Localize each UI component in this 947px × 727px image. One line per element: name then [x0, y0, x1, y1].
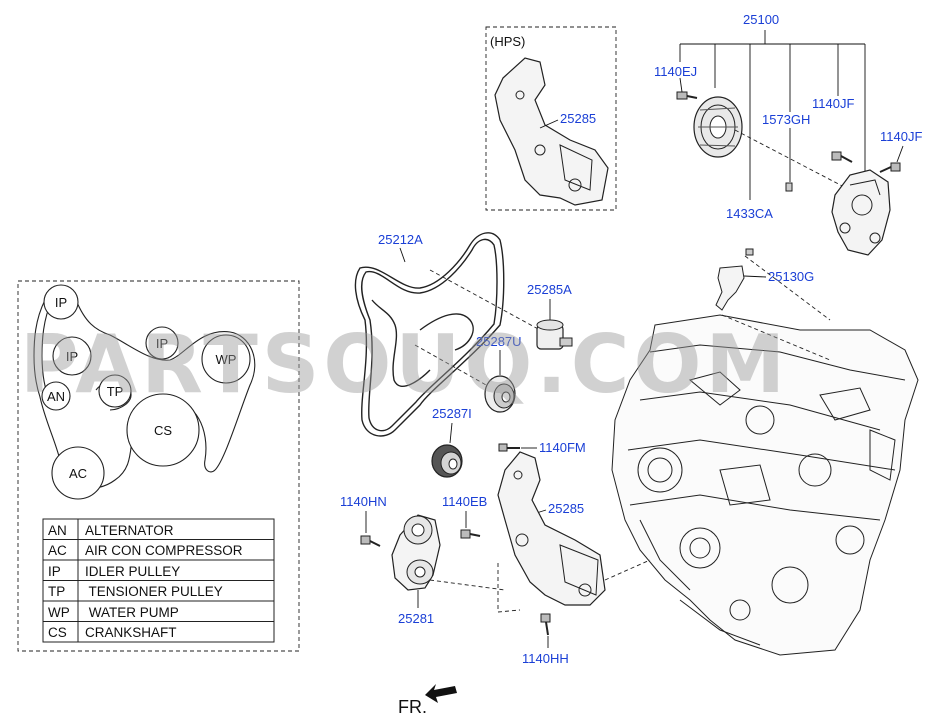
front-arrow-icon — [425, 684, 457, 703]
engine-block — [611, 314, 919, 656]
part-number-25285-bottom: 25285 — [548, 501, 584, 516]
hps-dashed-box — [485, 26, 617, 211]
pulley-ip-right: IP — [145, 326, 179, 360]
part-number-1140EJ: 1140EJ — [654, 64, 697, 79]
part-number-25287U: 25287U — [476, 334, 522, 349]
hps-bracket-top — [494, 57, 609, 206]
part-number-25285A: 25285A — [527, 282, 572, 297]
svg-text:IDLER PULLEY: IDLER PULLEY — [85, 564, 180, 579]
pulley-tp: TP — [98, 374, 132, 408]
idler-pulley-25287U — [484, 375, 516, 413]
pulley-ip-top: IP — [43, 284, 79, 320]
bolt-1140FM — [498, 443, 537, 452]
svg-text:IP: IP — [55, 295, 67, 310]
svg-text:AIR CON COMPRESSOR: AIR CON COMPRESSOR — [85, 543, 243, 558]
pulley-cs: CS — [126, 393, 200, 467]
part-number-1140HH: 1140HH — [522, 651, 569, 666]
legend-row-tp: TP TENSIONER PULLEY — [48, 584, 223, 599]
bolt-1140HH — [540, 613, 551, 648]
part-number-25287I: 25287I — [432, 406, 472, 421]
water-pump-housing — [831, 169, 891, 256]
legend-row-ac: AC AIR CON COMPRESSOR — [48, 543, 243, 558]
bolt-1140JF-b — [879, 145, 904, 173]
hps-label: (HPS) — [490, 34, 525, 49]
part-number-25285-hps: 25285 — [560, 111, 596, 126]
svg-text:AN: AN — [48, 523, 67, 538]
tensioner-assembly-25281 — [391, 514, 441, 591]
leader-lines-25100 — [679, 30, 866, 200]
part-number-1140FM: 1140FM — [539, 440, 586, 455]
svg-text:AC: AC — [69, 466, 87, 481]
part-number-1140HN: 1140HN — [340, 494, 387, 509]
svg-text:AN: AN — [47, 389, 65, 404]
seal-1573GH — [785, 128, 793, 192]
svg-text:IP: IP — [48, 564, 61, 579]
bolt-1140EB — [460, 529, 481, 539]
svg-text:ALTERNATOR: ALTERNATOR — [85, 523, 174, 538]
part-number-1140JF-a: 1140JF — [812, 96, 854, 111]
legend-row-an: AN ALTERNATOR — [48, 523, 174, 538]
bolt-1140HN — [360, 535, 381, 547]
svg-text:TENSIONER PULLEY: TENSIONER PULLEY — [85, 584, 223, 599]
o-ring-1433CA — [745, 248, 754, 256]
part-number-1433CA: 1433CA — [726, 206, 773, 221]
belt-routing-box — [17, 280, 300, 652]
legend-row-ip: IP IDLER PULLEY — [48, 564, 180, 579]
tensioner-25285A — [536, 319, 573, 350]
bracket-25285-bottom — [497, 451, 606, 606]
drive-belt-25212A — [354, 232, 505, 437]
legend-table — [42, 518, 275, 643]
legend-row-wp: WP WATER PUMP — [48, 605, 179, 620]
part-number-1140JF-b: 1140JF — [880, 129, 922, 144]
idler-pulley-25287I — [431, 444, 463, 478]
water-pump-pulley — [693, 96, 743, 158]
part-number-1140EB: 1140EB — [442, 494, 487, 509]
svg-text:CS: CS — [154, 423, 172, 438]
part-number-25130G: 25130G — [768, 269, 814, 284]
pulley-ac: AC — [51, 446, 105, 500]
legend-row-cs: CS CRANKSHAFT — [48, 625, 177, 640]
pulley-an: AN — [41, 381, 71, 411]
bolt-1140EJ — [676, 77, 698, 100]
svg-text:WP: WP — [216, 352, 237, 367]
svg-text:CRANKSHAFT: CRANKSHAFT — [85, 625, 177, 640]
svg-text:IP: IP — [156, 336, 168, 351]
svg-text:TP: TP — [107, 384, 124, 399]
front-label: FR. — [398, 697, 427, 717]
part-number-25212A: 25212A — [378, 232, 423, 247]
part-number-25281: 25281 — [398, 611, 434, 626]
gasket-25130G — [715, 265, 767, 311]
pulley-ip-middle: IP — [52, 336, 92, 376]
part-number-1573GH: 1573GH — [762, 112, 810, 127]
svg-text:AC: AC — [48, 543, 67, 558]
svg-text:WATER PUMP: WATER PUMP — [85, 605, 179, 620]
bolt-1140JF-a — [831, 151, 853, 163]
pulley-wp: WP — [201, 334, 251, 384]
part-number-25100: 25100 — [743, 12, 779, 27]
svg-text:WP: WP — [48, 605, 70, 620]
svg-text:IP: IP — [66, 349, 78, 364]
watermark: PARTSOUQ.COM — [20, 318, 789, 411]
svg-text:CS: CS — [48, 625, 67, 640]
svg-text:TP: TP — [48, 584, 65, 599]
